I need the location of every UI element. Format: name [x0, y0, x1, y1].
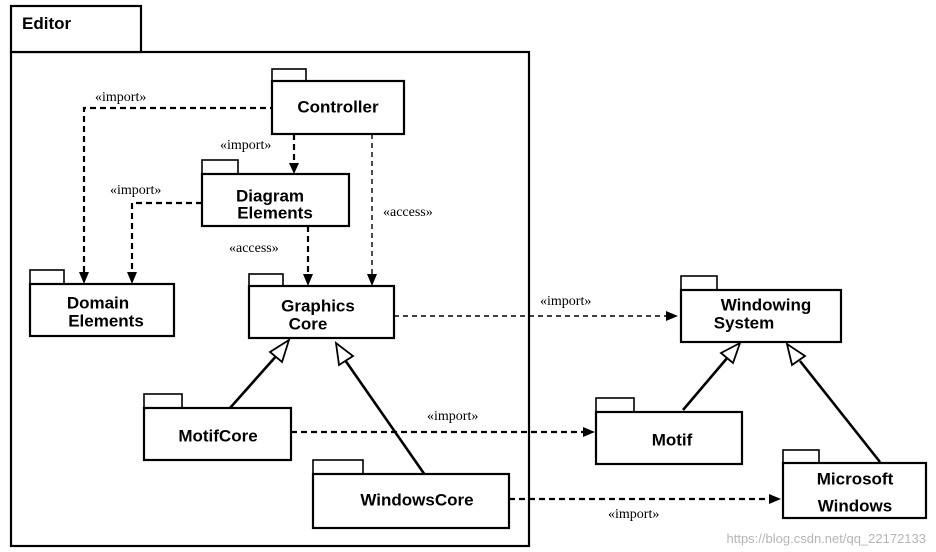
package-domain-elements: Domain Elements [28, 269, 176, 338]
arrowhead [583, 427, 595, 437]
stereotype-import-label: «import» [540, 294, 591, 309]
motifcore-generalization [229, 353, 279, 409]
package-microsoft-windows: Microsoft Windows [781, 449, 928, 520]
mswindows-generalization [798, 360, 882, 463]
package-domain-elements-label-1: Domain [67, 293, 129, 312]
stereotype-import-label: «import» [95, 90, 146, 105]
package-motif: Motif [594, 397, 744, 466]
arrowhead [127, 272, 137, 284]
package-diagram-elements-label-2: Elements [237, 203, 313, 222]
package-windowing-system: Windowing System [679, 275, 843, 344]
package-windows-core-label: WindowsCore [360, 490, 473, 509]
package-graphics-core-label-1: Graphics [281, 296, 355, 315]
package-microsoft-windows-label-1: Microsoft [817, 469, 894, 488]
package-microsoft-windows-label-2: Windows [818, 496, 892, 515]
package-motif-core: MotifCore [142, 393, 293, 462]
stereotype-access-label: «access» [229, 241, 279, 256]
controller-to-domain-import [82, 106, 276, 278]
package-windowing-system-label-1: Windowing [721, 295, 812, 314]
motif-generalization [682, 356, 729, 411]
generalization-triangle [719, 341, 742, 365]
watermark-text: https://blog.csdn.net/qq_22172133 [727, 531, 927, 546]
stereotype-labels: «import» «import» «import» «access» «acc… [95, 90, 659, 522]
dependencies [79, 106, 781, 504]
package-motif-label: Motif [652, 430, 693, 449]
windowscore-generalization [343, 359, 427, 476]
package-graphics-core: Graphics Core [247, 273, 396, 340]
stereotype-import-label: «import» [110, 183, 161, 198]
package-diagram-elements: Diagram Elements [200, 159, 351, 228]
generalization-triangle [268, 337, 291, 364]
stereotype-import-label: «import» [427, 409, 478, 424]
generalization-triangle [785, 341, 807, 367]
arrowhead [303, 274, 313, 286]
package-windowing-system-label-2: System [714, 313, 774, 332]
package-graphics-core-label-2: Core [289, 314, 328, 333]
stereotype-import-label: «import» [220, 138, 271, 153]
package-controller-label: Controller [297, 97, 379, 116]
package-diagram-elements-label-1: Diagram [236, 186, 304, 205]
package-domain-elements-label-2: Elements [68, 311, 144, 330]
diagram-to-domain-import [130, 201, 202, 278]
package-motif-core-label: MotifCore [178, 426, 257, 445]
arrowhead [769, 494, 781, 504]
stereotype-import-label: «import» [608, 507, 659, 522]
generalizations [229, 337, 882, 476]
arrowhead [79, 272, 89, 284]
stereotype-access-label: «access» [383, 205, 433, 220]
arrowhead [367, 274, 377, 286]
package-windows-core: WindowsCore [311, 459, 511, 530]
arrowhead [289, 163, 299, 174]
package-controller: Controller [270, 68, 406, 136]
arrowhead [666, 311, 678, 321]
editor-frame-label: Editor [22, 14, 71, 33]
generalization-triangle [334, 340, 355, 367]
